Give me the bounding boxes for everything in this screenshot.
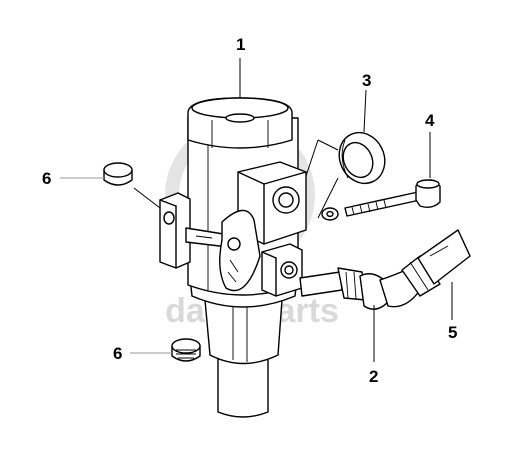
hose-fitting bbox=[299, 255, 441, 310]
seal-ring bbox=[338, 131, 386, 185]
callout-2: 2 bbox=[369, 367, 378, 386]
plug-lower bbox=[171, 338, 201, 362]
callout-5: 5 bbox=[448, 323, 457, 342]
hose bbox=[417, 229, 471, 285]
callout-3: 3 bbox=[362, 71, 371, 90]
valve-body bbox=[159, 97, 307, 418]
bolt bbox=[321, 179, 441, 221]
leader-lines bbox=[60, 58, 453, 362]
callout-4: 4 bbox=[425, 111, 435, 130]
plug-upper bbox=[103, 162, 133, 186]
callout-6-lower: 6 bbox=[113, 344, 122, 363]
callout-1: 1 bbox=[236, 35, 245, 54]
callout-6-upper: 6 bbox=[42, 169, 51, 188]
